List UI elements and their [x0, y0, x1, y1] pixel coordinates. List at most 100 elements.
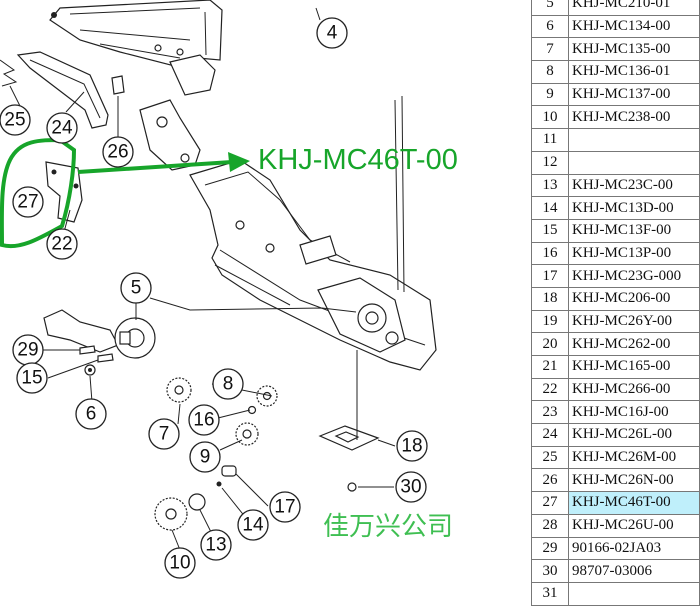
part-number-cell: 9 [531, 82, 569, 107]
svg-text:30: 30 [400, 477, 421, 498]
lever-part [139, 99, 201, 171]
company-watermark: 佳万兴公司 [323, 512, 454, 542]
svg-text:9: 9 [200, 447, 211, 468]
part-code-cell: KHJ-MC23C-00 [568, 173, 700, 198]
part-code-cell [568, 150, 700, 175]
part-code-cell: KHJ-MC134-00 [568, 14, 700, 39]
part-code-cell [568, 581, 700, 606]
parts-table-row: 31 [531, 581, 700, 606]
svg-text:13: 13 [205, 535, 226, 556]
part-code-cell: KHJ-MC165-00 [568, 355, 700, 379]
part-number-cell: 6 [531, 14, 569, 39]
callout-9: 9 [189, 441, 221, 473]
pin-part-14 [216, 481, 222, 487]
screw-part-30 [347, 482, 357, 492]
part-number-cell: 12 [531, 150, 569, 175]
part-number-cell: 30 [531, 559, 569, 583]
part-number-cell: 11 [531, 128, 569, 152]
callout-18: 18 [396, 430, 428, 462]
part-number-cell: 24 [531, 423, 569, 447]
part-number-cell: 13 [531, 173, 569, 198]
part-number-cell: 25 [531, 445, 569, 470]
callout-15: 15 [16, 362, 48, 394]
ring-part-13 [188, 493, 206, 511]
svg-text:6: 6 [86, 404, 97, 425]
gear-part-8 [256, 385, 278, 407]
svg-text:22: 22 [51, 234, 72, 255]
svg-text:10: 10 [169, 553, 190, 574]
part-number-cell: 23 [531, 400, 569, 425]
callout-30: 30 [395, 471, 427, 503]
washer-part-6 [84, 364, 96, 376]
part-code-cell: KHJ-MC13P-00 [568, 241, 700, 266]
parts-table-row: 12 [531, 150, 700, 175]
svg-text:25: 25 [4, 110, 25, 131]
callout-25: 25 [0, 104, 31, 136]
part-number-cell: 19 [531, 309, 569, 334]
callout-10: 10 [164, 547, 196, 579]
part-code-cell: KHJ-MC210-01 [568, 0, 700, 16]
parts-table-row: 11 [531, 128, 700, 152]
svg-text:24: 24 [51, 118, 73, 139]
callout-24: 24 [46, 112, 78, 144]
svg-text:4: 4 [327, 23, 338, 44]
spacer-part-17 [221, 465, 237, 477]
part-number-cell: 28 [531, 513, 569, 538]
part-number-cell: 26 [531, 468, 569, 493]
callout-29: 29 [12, 334, 44, 366]
part-code-cell: KHJ-MC262-00 [568, 332, 700, 356]
screw-part-15 [97, 353, 114, 363]
svg-text:14: 14 [242, 515, 264, 536]
part-code-cell: KHJ-MC206-00 [568, 286, 700, 311]
gear-part-9 [235, 422, 259, 446]
svg-text:17: 17 [274, 497, 295, 518]
svg-text:8: 8 [223, 374, 234, 395]
svg-text:15: 15 [21, 368, 42, 389]
part-code-cell [568, 128, 700, 152]
callout-8: 8 [212, 368, 244, 400]
part-code-cell: KHJ-MC26U-00 [568, 513, 700, 538]
svg-text:18: 18 [401, 436, 422, 457]
part-code-cell: KHJ-MC46T-00 [568, 491, 700, 515]
motor-bracket-part-5 [43, 309, 156, 359]
part-number-cell: 5 [531, 0, 569, 16]
part-code-cell: KHJ-MC26N-00 [568, 468, 700, 493]
part-code-cell: KHJ-MC137-00 [568, 82, 700, 107]
part-code-cell: 90166-02JA03 [568, 536, 700, 561]
svg-text:16: 16 [193, 410, 214, 431]
part-number-cell: 29 [531, 536, 569, 561]
spring-clip-part [0, 59, 18, 87]
part-number-cell: 17 [531, 264, 569, 288]
part-code-cell: KHJ-MC13F-00 [568, 218, 700, 243]
callout-26: 26 [102, 136, 134, 168]
part-number-cell: 20 [531, 332, 569, 356]
callout-14: 14 [237, 509, 269, 541]
callout-7: 7 [148, 418, 180, 450]
upper-frame-part [49, 0, 223, 96]
part-code-cell: KHJ-MC23G-000 [568, 264, 700, 288]
part-number-cell: 18 [531, 286, 569, 311]
part-number-cell: 14 [531, 196, 569, 220]
screw-part-29 [79, 345, 96, 355]
part-number-cell: 10 [531, 105, 569, 130]
callout-13: 13 [200, 529, 232, 561]
callout-16: 16 [188, 404, 220, 436]
